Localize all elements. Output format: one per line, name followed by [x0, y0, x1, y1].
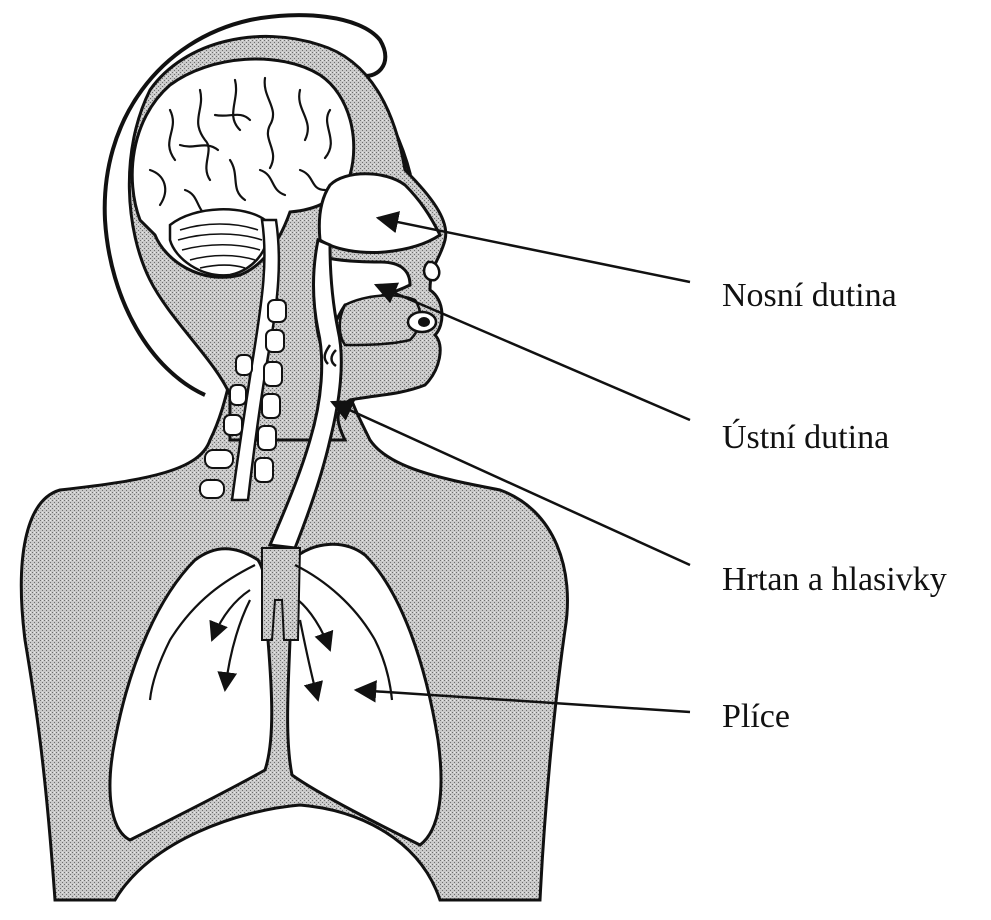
label-lungs: Plíce [722, 698, 790, 735]
nostril [424, 262, 439, 280]
nasal-cavity-shape [319, 174, 440, 253]
label-nasal-cavity: Nosní dutina [722, 277, 897, 314]
label-larynx: Hrtan a hlasivky [722, 561, 947, 598]
label-oral-cavity: Ústní dutina [722, 418, 889, 456]
mouth-opening [418, 317, 430, 327]
